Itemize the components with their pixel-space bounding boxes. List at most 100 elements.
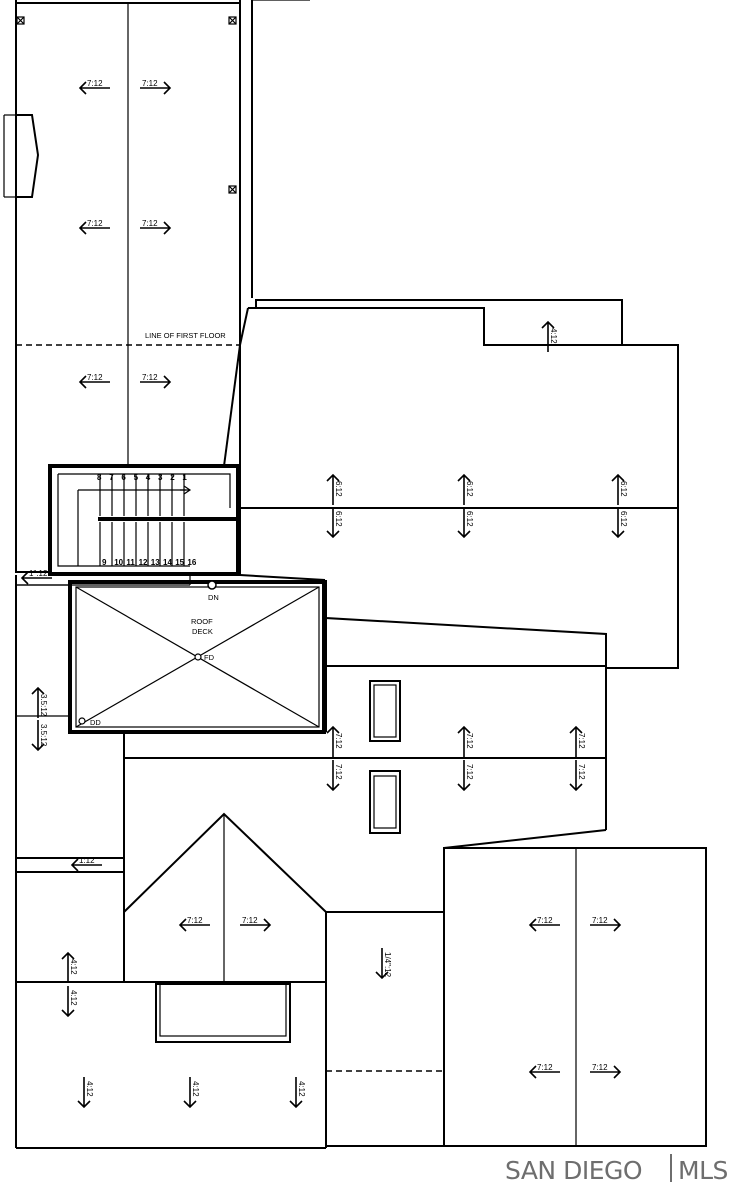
pitch-label: 7:12 <box>334 733 343 749</box>
pitch-label: 3.5:12 <box>39 694 48 717</box>
pitch-label: 7:12 <box>334 764 343 780</box>
pitch-arrow: 7:12 <box>590 1063 622 1079</box>
pitch-arrow: 1:12 <box>70 856 102 872</box>
watermark-logo: SAN DIEGO MLS <box>505 1154 728 1185</box>
pitch-label: 7:12 <box>465 733 474 749</box>
stair-treads-bottom <box>99 522 185 566</box>
pitch-label: 4:12 <box>297 1081 306 1097</box>
pitch-label: 7:12 <box>537 916 553 925</box>
pitch-label: 1:12 <box>79 856 95 865</box>
pitch-arrow: 4:12 <box>183 1077 200 1109</box>
vent-icon <box>228 16 237 25</box>
pitch-label: 4:12 <box>549 328 558 344</box>
pitch-label: 7:12 <box>142 219 158 228</box>
pitch-arrow: 6:12 <box>611 473 628 505</box>
pitch-arrow: 7:12 <box>78 79 110 95</box>
stair-step-number: 11 <box>126 558 135 567</box>
pitch-arrow: 7:12 <box>457 760 474 792</box>
stair-step-number: 12 <box>139 558 148 567</box>
pitch-label: 1/4":12 <box>383 952 392 978</box>
pitch-arrow: 4:12 <box>289 1077 306 1109</box>
pitch-label: 3.5:12 <box>39 724 48 747</box>
pitch-label: 6:12 <box>619 481 628 497</box>
pitch-label: 7:12 <box>187 916 203 925</box>
pitch-arrow: 4:12 <box>541 320 558 352</box>
pitch-label: 7:12 <box>465 764 474 780</box>
stair-step-number: 7 <box>109 473 114 482</box>
pitch-arrow: 7:12 <box>178 916 210 932</box>
pitch-arrow: 7:12 <box>140 79 172 95</box>
pitch-label: 1":12 <box>29 569 48 578</box>
pitch-arrow: 4:12 <box>77 1077 94 1109</box>
stair-step-number: 13 <box>151 558 160 567</box>
pitch-label: 4:12 <box>85 1081 94 1097</box>
fd-label: FD <box>204 653 215 662</box>
pitch-label: 6:12 <box>334 481 343 497</box>
pitch-label: 6:12 <box>619 511 628 527</box>
pitch-arrow: 3.5:12 <box>31 686 48 718</box>
stair-step-number: 16 <box>187 558 196 567</box>
dd-label: DD <box>90 718 101 727</box>
pitch-label: 7:12 <box>87 219 103 228</box>
stair-step-number: 9 <box>102 558 107 567</box>
roof-deck-label: ROOF <box>191 617 213 626</box>
pitch-arrows: 7:12 7:12 7:12 7:12 7:12 7:12 4:12 6:12 6:12 6:12… <box>20 79 628 1109</box>
pitch-arrow: 6:12 <box>457 507 474 539</box>
pitch-arrow: 1/4":12 <box>375 948 392 980</box>
pitch-label: 4:12 <box>191 1081 200 1097</box>
first-floor-label: LINE OF FIRST FLOOR <box>145 331 226 340</box>
lower-left-roof <box>16 715 444 1149</box>
stair-step-number: 2 <box>170 473 175 482</box>
stair-step-number: 8 <box>97 473 102 482</box>
pitch-arrow: 7:12 <box>140 373 172 389</box>
middle-right-roof <box>123 580 607 982</box>
pitch-label: 7:12 <box>142 373 158 382</box>
deck-drain-icon <box>78 717 86 725</box>
watermark-left: SAN DIEGO <box>505 1156 642 1185</box>
pitch-arrow: 7:12 <box>78 219 110 235</box>
pitch-arrow: 6:12 <box>457 473 474 505</box>
pitch-arrow: 4:12 <box>61 951 78 983</box>
pitch-arrow: 7:12 <box>528 916 560 932</box>
skylight-icon <box>369 680 401 742</box>
pitch-label: 7:12 <box>142 79 158 88</box>
pitch-arrow: 3.5:12 <box>31 720 48 752</box>
pitch-label: 7:12 <box>242 916 258 925</box>
roof-deck-label: DECK <box>192 627 213 636</box>
pitch-arrow: 7:12 <box>326 760 343 792</box>
stair-step-number: 10 <box>114 558 123 567</box>
vent-icon <box>228 185 237 194</box>
pitch-arrow: 4:12 <box>61 986 78 1018</box>
stair-treads-top <box>99 474 185 516</box>
pitch-arrow: 7:12 <box>78 373 110 389</box>
pitch-arrow: 7:12 <box>590 916 622 932</box>
floor-drain-icon <box>194 653 202 661</box>
pitch-label: 7:12 <box>87 373 103 382</box>
pitch-arrow: 6:12 <box>611 507 628 539</box>
pitch-label: 7:12 <box>87 79 103 88</box>
pitch-arrow: 7:12 <box>569 760 586 792</box>
pitch-label: 6:12 <box>465 511 474 527</box>
upper-left-roof: LINE OF FIRST FLOOR <box>3 0 310 573</box>
pitch-arrow: 7:12 <box>569 725 586 757</box>
pitch-label: 6:12 <box>465 481 474 497</box>
stair-step-number: 6 <box>121 473 126 482</box>
pitch-label: 7:12 <box>577 733 586 749</box>
stair-step-number: 15 <box>175 558 184 567</box>
pitch-label: 6:12 <box>334 511 343 527</box>
stair-step-number: 1 <box>182 473 187 482</box>
dn-label: DN <box>208 593 219 602</box>
pitch-arrow: 7:12 <box>528 1063 560 1079</box>
pitch-arrow: 7:12 <box>326 725 343 757</box>
skylight-icon <box>369 770 401 834</box>
lower-right-roof <box>326 847 707 1147</box>
roof-deck: ROOF DECK DN FD DD <box>68 580 326 734</box>
pitch-label: 4:12 <box>69 959 78 975</box>
pitch-label: 7:12 <box>592 916 608 925</box>
pitch-arrow: 6:12 <box>326 473 343 505</box>
down-marker-icon <box>207 580 217 590</box>
pitch-arrow: 6:12 <box>326 507 343 539</box>
watermark-right: MLS <box>678 1156 728 1185</box>
